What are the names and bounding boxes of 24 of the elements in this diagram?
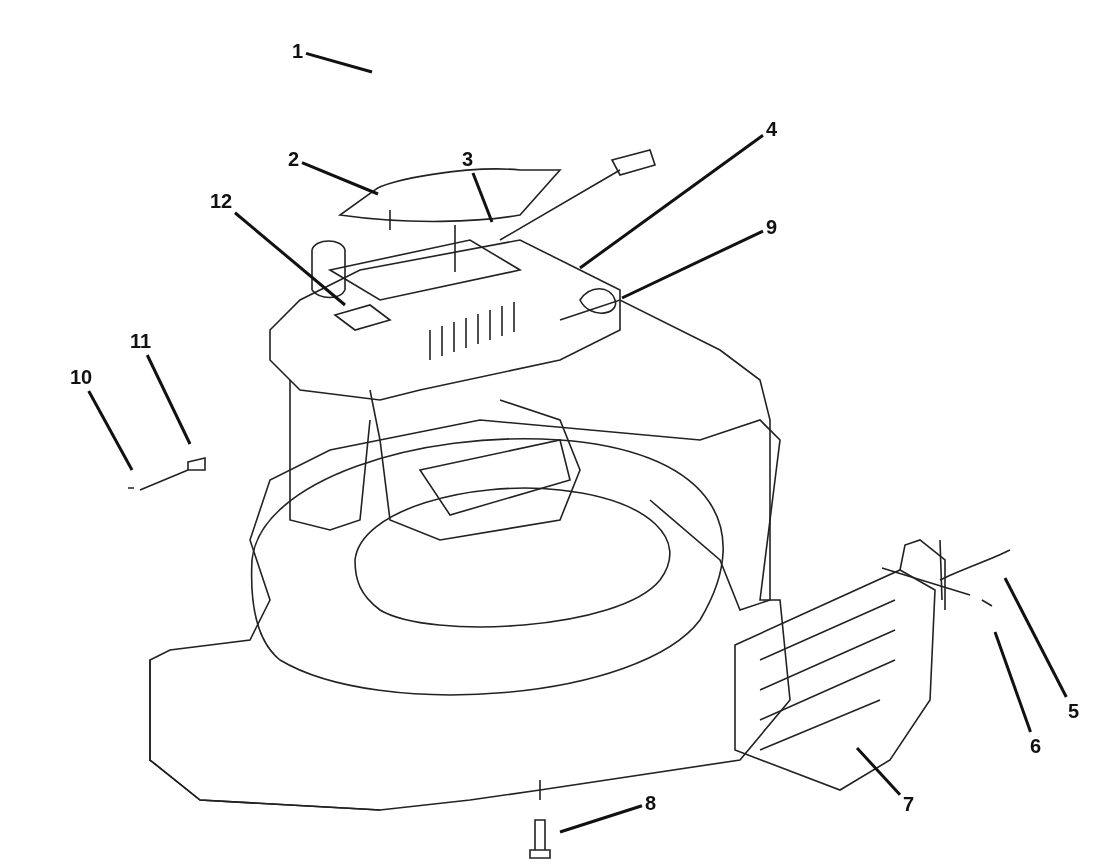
leader-line xyxy=(1003,577,1068,698)
callout-number: 12 xyxy=(210,190,233,212)
leader-line xyxy=(87,390,134,471)
callout-number: 10 xyxy=(70,366,93,388)
callout-number: 6 xyxy=(1030,735,1042,757)
leader-line xyxy=(993,631,1032,733)
callout-number: 7 xyxy=(903,793,915,815)
callout-number: 5 xyxy=(1068,700,1080,722)
leader-line xyxy=(559,804,643,834)
leader-line xyxy=(305,51,373,74)
callout-number: 8 xyxy=(645,792,657,814)
callout-number: 1 xyxy=(292,40,304,62)
leader-line xyxy=(621,229,764,300)
leader-line xyxy=(145,354,192,445)
leader-line xyxy=(579,133,764,270)
leader-line xyxy=(855,747,902,796)
callout-number: 11 xyxy=(130,330,152,352)
callout-number: 3 xyxy=(462,148,474,170)
callout-number: 2 xyxy=(288,148,300,170)
leader-line xyxy=(301,161,379,196)
leader-line xyxy=(471,172,494,223)
callout-number: 9 xyxy=(766,216,778,238)
leader-line xyxy=(234,211,346,307)
callout-number: 4 xyxy=(766,118,778,140)
